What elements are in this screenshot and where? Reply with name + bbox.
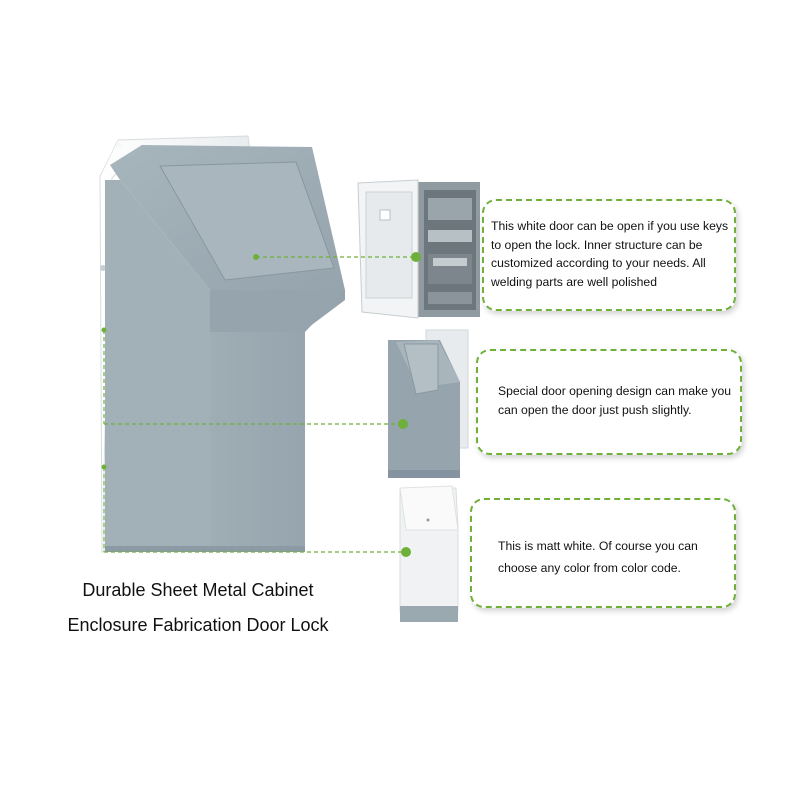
connector-lines [103,256,416,553]
caption-line-2: Enclosure Fabrication Door Lock [67,615,329,635]
callout-push-door: Special door opening design can make you… [476,349,742,455]
open-door-thumbnail [357,179,480,319]
connector-dots [101,252,421,557]
callout-matt-white: This is matt white. Of course you can ch… [470,498,736,608]
white-cabinet-thumbnail [399,485,459,622]
callout-white-door: This white door can be open if you use k… [482,199,736,311]
callout-white-door-text: This white door can be open if you use k… [491,219,729,289]
callout-matt-white-text: This is matt white. Of course you can ch… [498,539,698,575]
main-cabinet-image [99,135,345,553]
callout-push-door-text: Special door opening design can make you… [498,384,732,417]
push-door-thumbnail [388,329,469,478]
caption-line-1: Durable Sheet Metal Cabinet [82,580,314,600]
